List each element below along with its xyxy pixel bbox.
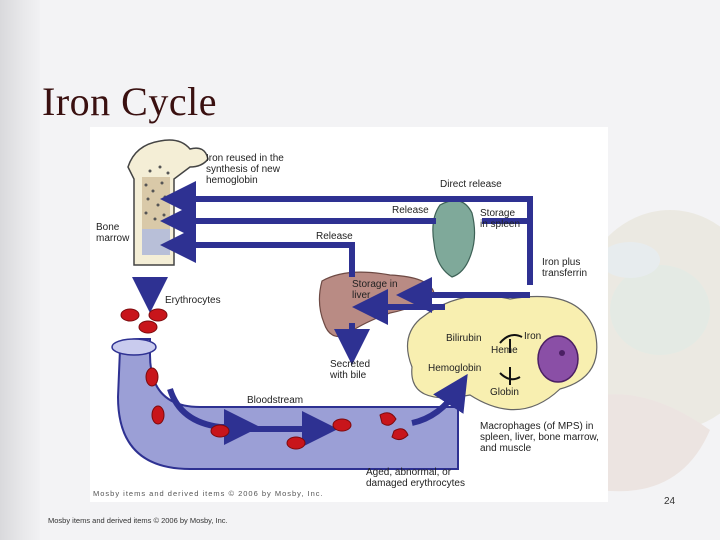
label-erythrocytes: Erythrocytes bbox=[165, 295, 221, 306]
arrow-direct-release bbox=[160, 181, 533, 285]
spleen-illustration bbox=[432, 199, 476, 278]
damaged-red-blood-cell bbox=[391, 428, 409, 441]
slide-title: Iron Cycle bbox=[42, 79, 217, 124]
red-blood-cell bbox=[138, 320, 158, 334]
slide-left-band bbox=[0, 0, 40, 540]
red-blood-cell bbox=[210, 424, 230, 438]
label-storage-liver: Storage in liver bbox=[352, 279, 398, 301]
blood-vessel-illustration bbox=[111, 338, 459, 470]
label-iron: Iron bbox=[524, 331, 542, 342]
red-blood-cell bbox=[120, 308, 140, 322]
iron-cycle-figure: Iron reused in the synthesis of new hemo… bbox=[90, 127, 608, 502]
label-aged-cells: Aged, abnormal, or damaged erythrocytes bbox=[366, 467, 465, 489]
arrow-globin-split bbox=[499, 367, 521, 385]
iron-cycle-diagram bbox=[111, 139, 598, 470]
label-direct-release: Direct release bbox=[440, 179, 502, 190]
damaged-red-blood-cell bbox=[379, 412, 397, 426]
red-blood-cell bbox=[332, 418, 352, 432]
label-bone-marrow: Bone marrow bbox=[96, 222, 130, 244]
label-storage-spleen: Storage in spleen bbox=[480, 208, 521, 230]
figure-credit: Mosby items and derived items © 2006 by … bbox=[93, 489, 324, 498]
label-bloodstream: Bloodstream bbox=[247, 395, 304, 406]
label-hemoglobin: Hemoglobin bbox=[428, 363, 482, 374]
red-blood-cell bbox=[145, 367, 159, 387]
red-blood-cell bbox=[151, 405, 165, 425]
label-release-spleen: Release bbox=[392, 205, 429, 216]
label-iron-reused: Iron reused in the synthesis of new hemo… bbox=[206, 153, 284, 186]
label-release-liver: Release bbox=[316, 231, 353, 242]
label-secreted-bile: Secreted with bile bbox=[330, 359, 371, 381]
arrow-liver-release bbox=[160, 227, 355, 277]
label-macrophages: Macrophages (of MPS) in spleen, liver, b… bbox=[480, 421, 599, 454]
label-globin: Globin bbox=[490, 387, 519, 398]
arrow-heme-split bbox=[499, 334, 523, 353]
page-number: 24 bbox=[664, 496, 676, 507]
background-cell-illustration bbox=[575, 210, 720, 492]
arrow-to-macrophage bbox=[411, 373, 468, 426]
label-heme: Heme bbox=[491, 345, 518, 356]
red-blood-cell bbox=[148, 308, 168, 322]
label-bilirubin: Bilirubin bbox=[446, 333, 482, 344]
red-blood-cell bbox=[286, 436, 306, 450]
label-iron-transferrin: Iron plus transferrin bbox=[542, 257, 588, 279]
footer-credit: Mosby items and derived items © 2006 by … bbox=[48, 516, 228, 525]
